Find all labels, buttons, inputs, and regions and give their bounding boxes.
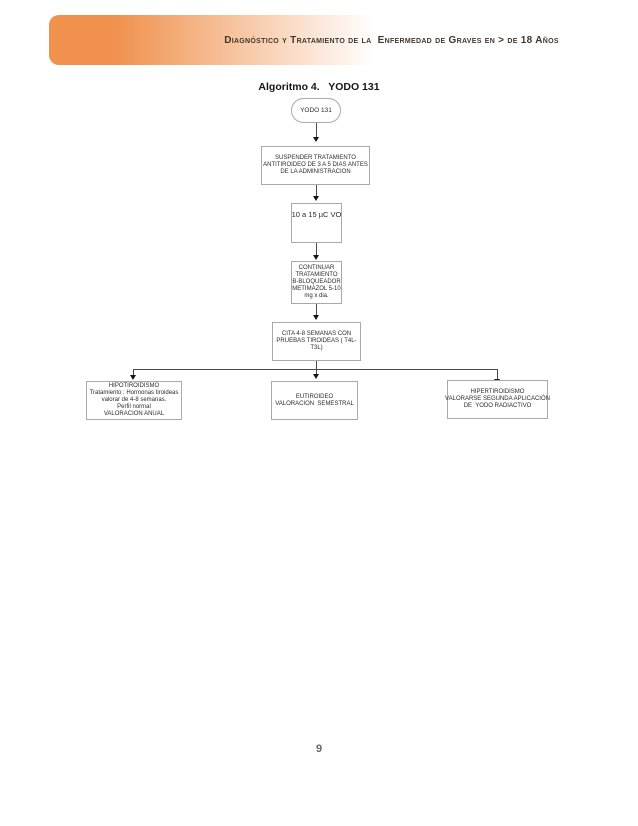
connector-line	[316, 361, 317, 369]
connector-line	[316, 123, 317, 138]
flowchart-node-start: YODO 131	[291, 98, 341, 123]
flowchart-node-hyperthyroidism: HIPERTIROIDISMO VALORARSE SEGUNDA APLICA…	[445, 380, 550, 419]
connector-line	[316, 185, 317, 196]
arrowhead-down-icon	[313, 137, 319, 142]
connector-line	[316, 304, 317, 315]
arrowhead-down-icon	[313, 255, 319, 260]
header-gradient-bar: Diagnóstico y Tratamiento de la Enfermed…	[49, 15, 592, 65]
arrowhead-down-icon	[130, 375, 136, 380]
connector-line	[316, 243, 317, 255]
flowchart-node-follow-up: CITA 4-8 SEMANAS CON PRUEBAS TIROIDEAS (…	[272, 322, 361, 361]
arrowhead-down-icon	[313, 315, 319, 320]
document-title: Diagnóstico y Tratamiento de la Enfermed…	[224, 34, 559, 46]
flowchart-node-suspend-treatment: SUSPENDER TRATAMIENTO ANTITIROIDEO DE 3 …	[261, 146, 370, 185]
arrowhead-down-icon	[313, 196, 319, 201]
connector-line	[497, 369, 498, 379]
flowchart-node-dose: 10 a 15 µC VO	[291, 203, 342, 243]
branch-line	[133, 369, 497, 370]
algorithm-title: Algoritmo 4. YODO 131	[258, 81, 380, 93]
connector-line	[133, 369, 134, 375]
flowchart-node-continue-treatment: CONTINUAR TRATAMIENTO B-BLOQUEADOR METIM…	[291, 261, 342, 304]
arrowhead-down-icon	[313, 374, 319, 379]
connector-line	[316, 369, 317, 374]
flowchart-node-hypothyroidism: HIPOTIROIDISMO Tratamiento : Hormonas ti…	[86, 381, 182, 420]
page-number: 9	[315, 743, 323, 755]
flowchart-node-euthyroid: EUTIROIDEO VALORACION SEMESTRAL	[271, 381, 358, 420]
